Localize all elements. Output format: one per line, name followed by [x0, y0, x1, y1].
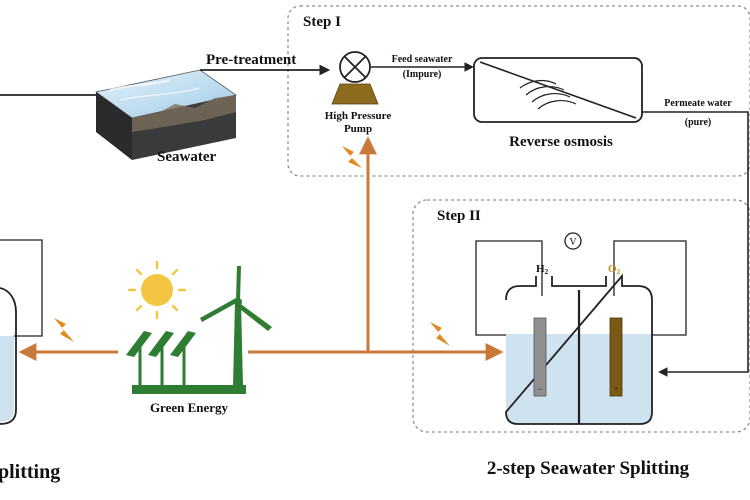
seawater-label: Seawater — [157, 149, 216, 165]
left-lightning-icon — [54, 318, 74, 342]
green-energy-label: Green Energy — [150, 400, 229, 415]
permeate-water-line — [642, 111, 749, 377]
step1-label: Step I — [303, 14, 341, 30]
wind-turbine-icon — [200, 266, 272, 386]
electrolyzer-cell — [475, 240, 687, 425]
feed-seawater-label: Feed seawater — [392, 54, 453, 65]
left-title-fragment: plitting — [0, 461, 60, 483]
pump-lightning-icon — [342, 146, 362, 168]
green-energy-base — [132, 385, 246, 394]
step1-box — [287, 5, 750, 177]
high-pressure-label: High Pressure — [325, 110, 392, 122]
impure-label: (Impure) — [403, 69, 442, 80]
reverse-osmosis-unit — [473, 57, 643, 123]
pure-label: (pure) — [685, 117, 711, 128]
left-electrolyzer-partial — [0, 239, 43, 425]
cathode-sign: − — [537, 384, 542, 394]
voltmeter-icon — [564, 232, 582, 250]
right-lightning-icon — [430, 322, 450, 346]
seawater-icon — [95, 69, 237, 160]
h2-label: H2 — [536, 263, 549, 276]
pump-label: Pump — [344, 123, 372, 135]
right-title: 2-step Seawater Splitting — [487, 458, 690, 479]
voltmeter-label: V — [569, 237, 577, 248]
high-pressure-pump-icon — [331, 51, 379, 105]
cathode-electrode — [533, 317, 547, 397]
sun-icon — [127, 260, 187, 320]
reverse-osmosis-label: Reverse osmosis — [509, 134, 613, 150]
step2-label: Step II — [437, 208, 481, 224]
o2-label: O2 — [608, 263, 621, 276]
anode-electrode — [609, 317, 623, 397]
pretreatment-label: Pre-treatment — [206, 52, 296, 68]
permeate-water-label: Permeate water — [664, 98, 732, 109]
anode-sign: + — [613, 384, 618, 394]
solar-panels-icon — [126, 331, 196, 386]
